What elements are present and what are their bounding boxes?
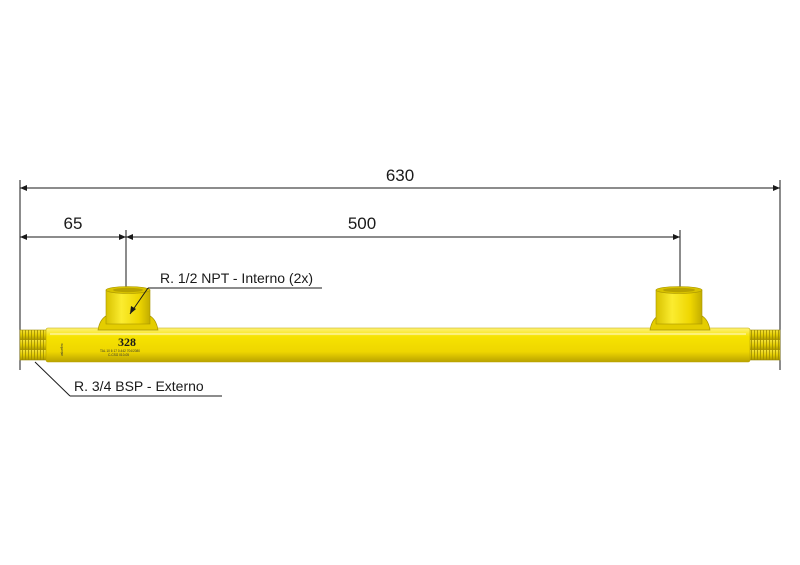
- arrowhead-right-icon: [119, 234, 126, 240]
- pipe-body: [45, 327, 751, 363]
- boss-body-right: [655, 289, 703, 325]
- boss-bore-left: [113, 287, 143, 293]
- callout-outlet-thread: R. 1/2 NPT - Interno (2x): [129, 270, 322, 315]
- callout-inlet-thread-text: R. 3/4 BSP - Externo: [74, 378, 204, 394]
- outlet-boss-right: [649, 286, 711, 331]
- dimension-end-offset: 65: [20, 214, 126, 240]
- arrowhead-left-icon: [20, 185, 27, 191]
- outlet-boss-left: [97, 286, 159, 331]
- arrowhead-right-icon: [673, 234, 680, 240]
- dimension-end-offset-label: 65: [64, 214, 83, 233]
- part-label: 328 TAL 10 6 17 0.442 704/2080 C-CSG 010…: [60, 335, 140, 357]
- part-number: 328: [118, 335, 136, 349]
- dimension-outlet-spacing: 500: [125, 214, 681, 325]
- leader-arrowhead-icon: [130, 306, 136, 314]
- part-side-mark: valueflex: [60, 343, 64, 356]
- arrowhead-left-icon: [126, 234, 133, 240]
- callout-inlet-thread: R. 3/4 BSP - Externo: [34, 361, 222, 397]
- dimension-overall-label: 630: [386, 166, 414, 185]
- dimension-outlet-spacing-label: 500: [348, 214, 376, 233]
- part-fine-print-2: C-CSG 010-05: [108, 353, 129, 357]
- arrowhead-left-icon: [20, 234, 27, 240]
- arrowhead-right-icon: [773, 185, 780, 191]
- inlet-thread-left: [19, 329, 49, 361]
- manifold-pipe: 328 TAL 10 6 17 0.442 704/2080 C-CSG 010…: [19, 286, 781, 363]
- boss-bore-right: [663, 287, 695, 293]
- leader-line-inlet: [34, 361, 71, 397]
- inlet-thread-right: [747, 329, 781, 361]
- callout-outlet-thread-text: R. 1/2 NPT - Interno (2x): [160, 270, 313, 286]
- part-fine-print-1: TAL 10 6 17 0.442 704/2080: [100, 349, 140, 353]
